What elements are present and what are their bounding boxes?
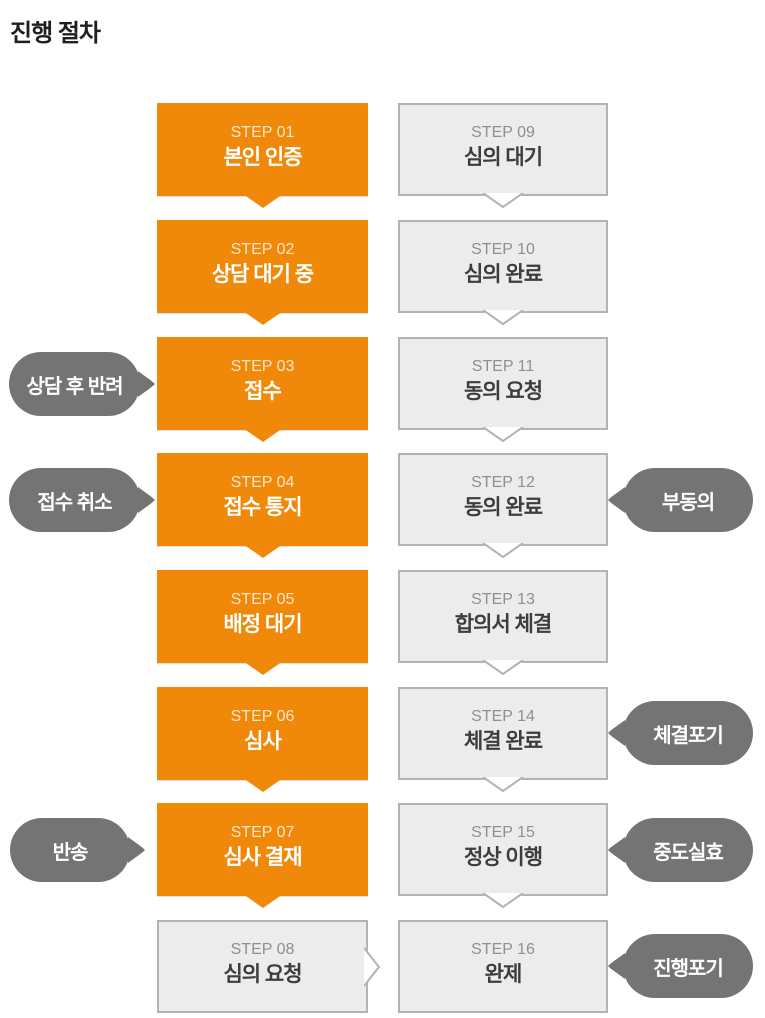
arrow-down-connector: [482, 310, 524, 326]
step-title: 합의서 체결: [454, 613, 552, 636]
step-title: 접수: [244, 380, 282, 403]
step-number: STEP 04: [230, 474, 295, 491]
step-title: 정상 이행: [463, 846, 543, 869]
step-title: 완제: [484, 963, 523, 986]
arrow-down-connector: [482, 660, 524, 676]
step-number: STEP 03: [230, 358, 295, 375]
arrow-down-connector: [242, 428, 283, 442]
step-number: STEP 02: [230, 241, 295, 258]
step-title: 심사 결재: [223, 846, 302, 869]
arrow-down-connector: [482, 893, 524, 909]
step-title: 동의 완료: [463, 496, 543, 519]
bubble-tail-left: [608, 487, 625, 513]
bubble-tail-left: [608, 953, 625, 979]
arrow-down-connector: [242, 194, 283, 208]
step-title: 접수 통지: [223, 496, 302, 519]
step-number: STEP 09: [471, 124, 535, 141]
arrow-down-connector: [242, 894, 283, 908]
step-title: 심의 완료: [463, 263, 543, 286]
bubble-label: 체결포기: [653, 724, 724, 747]
step-number: STEP 10: [471, 241, 535, 258]
step-box-01: STEP 01 본인 인증: [157, 103, 368, 208]
step-box-02: STEP 02 상담 대기 중: [157, 220, 368, 325]
bubble-tail-left: [608, 720, 625, 746]
arrow-down-connector: [482, 427, 524, 443]
bubble-label: 부동의: [661, 491, 715, 514]
step-box-09: STEP 09 심의 대기: [398, 103, 608, 209]
step-title: 심의 요청: [223, 963, 302, 986]
bubble-tail-right: [138, 487, 155, 513]
step-title: 배정 대기: [223, 613, 302, 636]
step-title: 동의 요청: [463, 380, 543, 403]
step-box-08: STEP 08 심의 요청: [157, 920, 381, 1013]
arrow-down-connector: [482, 777, 524, 793]
step-box-05: STEP 05 배정 대기: [157, 570, 368, 675]
arrow-down-connector: [482, 543, 524, 559]
step-title: 심의 대기: [463, 146, 543, 169]
arrow-down-connector: [242, 311, 283, 325]
branch-bubble-midterm-lapse: 중도실효: [608, 818, 753, 882]
step-number: STEP 16: [471, 941, 535, 958]
step-box-16: STEP 16 완제: [398, 920, 608, 1013]
step-number: STEP 11: [471, 358, 535, 375]
step-box-10: STEP 10 심의 완료: [398, 220, 608, 326]
bubble-label: 상담 후 반려: [26, 375, 123, 398]
step-box-03: STEP 03 접수: [157, 337, 368, 442]
step-title: 상담 대기 중: [211, 263, 314, 286]
bubble-label: 진행포기: [653, 957, 724, 980]
arrow-down-connector: [242, 661, 283, 675]
step-title: 본인 인증: [223, 146, 302, 169]
step-title: 심사: [244, 730, 282, 753]
step-number: STEP 05: [230, 591, 295, 608]
branch-bubble-signing-abandon: 체결포기: [608, 701, 753, 765]
bubble-label: 반송: [52, 841, 89, 864]
step-box-15: STEP 15 정상 이행: [398, 803, 608, 909]
bubble-tail-right: [128, 837, 145, 863]
step-box-13: STEP 13 합의서 체결: [398, 570, 608, 676]
step-number: STEP 07: [230, 824, 295, 841]
arrow-right-connector: [364, 946, 381, 987]
step-number: STEP 12: [471, 474, 535, 491]
step-box-06: STEP 06 심사: [157, 687, 368, 792]
bubble-label: 중도실효: [653, 841, 724, 864]
branch-bubble-consult-reject: 상담 후 반려: [9, 352, 155, 416]
branch-bubble-return: 반송: [10, 818, 145, 882]
branch-bubble-reception-cancel: 접수 취소: [9, 468, 155, 532]
bubble-tail-left: [608, 837, 625, 863]
step-title: 체결 완료: [463, 730, 543, 753]
step-number: STEP 14: [471, 708, 535, 725]
step-number: STEP 01: [230, 124, 295, 141]
arrow-down-connector: [242, 544, 283, 558]
step-number: STEP 08: [230, 941, 295, 958]
step-box-14: STEP 14 체결 완료: [398, 687, 608, 793]
arrow-down-connector: [242, 778, 283, 792]
arrow-down-connector: [482, 193, 524, 209]
bubble-tail-right: [138, 371, 155, 397]
step-number: STEP 06: [230, 708, 295, 725]
step-number: STEP 15: [471, 824, 535, 841]
branch-bubble-progress-abandon: 진행포기: [608, 934, 753, 998]
step-box-04: STEP 04 접수 통지: [157, 453, 368, 558]
step-box-12: STEP 12 동의 완료: [398, 453, 608, 559]
branch-bubble-nonconsent: 부동의: [608, 468, 753, 532]
bubble-label: 접수 취소: [37, 491, 112, 514]
step-number: STEP 13: [471, 591, 535, 608]
page-title: 진행 절차: [10, 20, 101, 47]
step-box-07: STEP 07 심사 결재: [157, 803, 368, 908]
step-box-11: STEP 11 동의 요청: [398, 337, 608, 443]
